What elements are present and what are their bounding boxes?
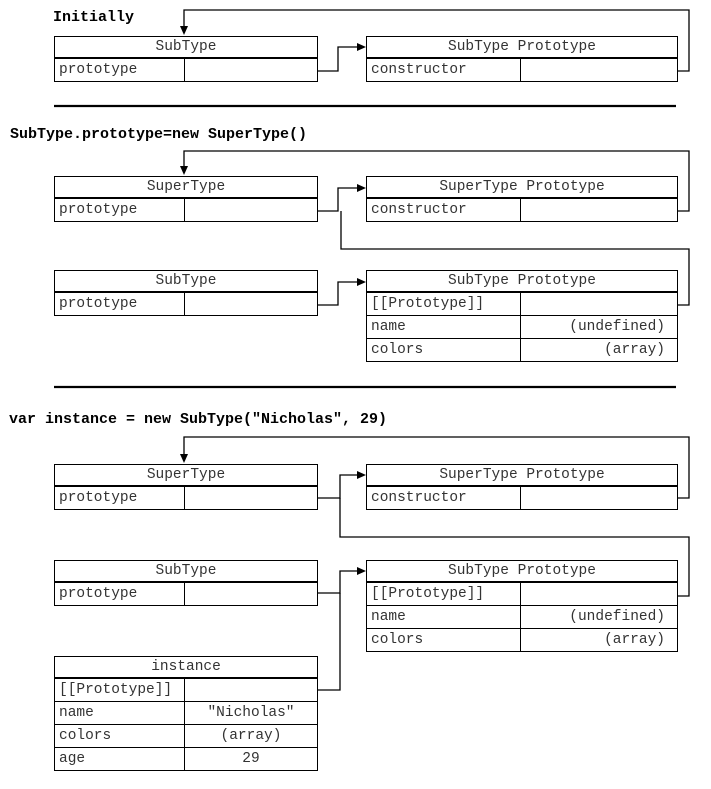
box-row: [[Prototype]] <box>367 582 677 605</box>
box-row: constructor <box>367 198 677 221</box>
box-row: [[Prototype]] <box>367 292 677 315</box>
row-key: prototype <box>55 293 185 315</box>
row-key: name <box>55 702 185 724</box>
row-key: [[Prototype]] <box>367 583 521 605</box>
box-row: prototype <box>55 58 317 81</box>
row-value: (array) <box>604 342 665 358</box>
subtype-box: SubType prototype <box>54 36 318 82</box>
arrow-head <box>180 166 188 175</box>
box-title: SuperType <box>55 465 317 486</box>
box-title: SuperType Prototype <box>367 177 677 198</box>
row-value <box>521 583 677 605</box>
row-value <box>185 293 317 315</box>
row-value <box>185 487 317 509</box>
box-row: prototype <box>55 198 317 221</box>
row-key: [[Prototype]] <box>367 293 521 315</box>
subtype-prototype-box: SubType Prototype constructor <box>366 36 678 82</box>
row-value <box>521 59 677 81</box>
box-row: constructor <box>367 58 677 81</box>
box-title: SubType <box>55 561 317 582</box>
caption-initially: Initially <box>53 9 135 26</box>
box-title: SubType <box>55 37 317 58</box>
row-value: (undefined) <box>569 609 665 625</box>
row-key: prototype <box>55 487 185 509</box>
row-key: prototype <box>55 583 185 605</box>
row-key: colors <box>367 339 521 361</box>
box-title: SuperType <box>55 177 317 198</box>
row-key: [[Prototype]] <box>55 679 185 701</box>
supertype-prototype-box: SuperType Prototype constructor <box>366 176 678 222</box>
row-value <box>521 293 677 315</box>
row-key: constructor <box>367 59 521 81</box>
arrow-head <box>357 184 366 192</box>
row-key: prototype <box>55 59 185 81</box>
caption-prototype-assignment: SubType.prototype=new SuperType() <box>10 126 308 143</box>
supertype-prototype-box: SuperType Prototype constructor <box>366 464 678 510</box>
supertype-box: SuperType prototype <box>54 464 318 510</box>
row-value <box>185 199 317 221</box>
arrow-head <box>180 26 188 35</box>
box-row: prototype <box>55 292 317 315</box>
subtype-box: SubType prototype <box>54 560 318 606</box>
arrow-head <box>180 454 188 463</box>
arrow-head <box>357 43 366 51</box>
row-key: constructor <box>367 199 521 221</box>
box-row: prototype <box>55 486 317 509</box>
arrow-head <box>357 567 366 575</box>
row-value <box>185 59 317 81</box>
row-value: "Nicholas" <box>207 705 295 721</box>
box-title: SubType Prototype <box>367 561 677 582</box>
row-value <box>521 487 677 509</box>
box-row: name (undefined) <box>367 315 677 338</box>
row-value: (array) <box>220 728 282 744</box>
box-title: SuperType Prototype <box>367 465 677 486</box>
box-title: SubType Prototype <box>367 271 677 292</box>
arrow-head <box>357 278 366 286</box>
arrow-head <box>357 471 366 479</box>
box-row: name "Nicholas" <box>55 701 317 724</box>
box-row: colors (array) <box>367 338 677 361</box>
row-value <box>185 583 317 605</box>
box-row: name (undefined) <box>367 605 677 628</box>
instance-box: instance [[Prototype]] name "Nicholas" co… <box>54 656 318 771</box>
box-row: colors (array) <box>367 628 677 651</box>
box-title: SubType Prototype <box>367 37 677 58</box>
subtype-box: SubType prototype <box>54 270 318 316</box>
row-key: name <box>367 606 521 628</box>
box-row: colors (array) <box>55 724 317 747</box>
row-key: constructor <box>367 487 521 509</box>
supertype-box: SuperType prototype <box>54 176 318 222</box>
row-key: colors <box>55 725 185 747</box>
row-value: (undefined) <box>569 319 665 335</box>
subtype-prototype-box: SubType Prototype [[Prototype]] name (und… <box>366 560 678 652</box>
box-title: SubType <box>55 271 317 292</box>
row-key: age <box>55 748 185 770</box>
row-key: name <box>367 316 521 338</box>
row-value: (array) <box>604 632 665 648</box>
row-key: prototype <box>55 199 185 221</box>
row-value <box>185 679 317 701</box>
row-value: 29 <box>242 751 260 767</box>
box-title: instance <box>55 657 317 678</box>
subtype-prototype-box: SubType Prototype [[Prototype]] name (und… <box>366 270 678 362</box>
row-key: colors <box>367 629 521 651</box>
box-row: prototype <box>55 582 317 605</box>
box-row: constructor <box>367 486 677 509</box>
row-value <box>521 199 677 221</box>
caption-instance-creation: var instance = new SubType("Nicholas", 2… <box>9 411 388 428</box>
box-row: [[Prototype]] <box>55 678 317 701</box>
box-row: age 29 <box>55 747 317 770</box>
